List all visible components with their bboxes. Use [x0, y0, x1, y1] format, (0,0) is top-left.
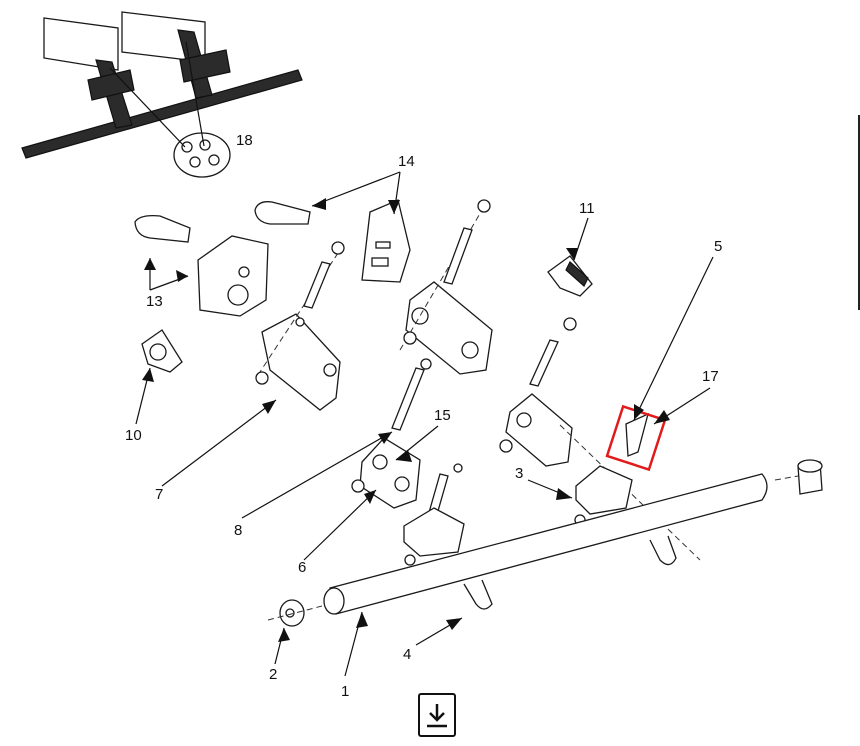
scrollbar-edge[interactable] — [858, 115, 860, 310]
callout-14: 14 — [398, 153, 415, 170]
download-icon — [427, 704, 447, 728]
pivot-block-right — [499, 393, 573, 467]
callout-2: 2 — [269, 666, 277, 683]
callout-6: 6 — [298, 559, 306, 576]
callout-7: 7 — [155, 486, 163, 503]
pin-14 — [403, 199, 491, 345]
pin-17 — [625, 412, 649, 457]
clamp-10 — [141, 329, 183, 373]
end-cap-2 — [279, 599, 305, 627]
bracket-13 — [197, 235, 269, 317]
cover-14 — [254, 201, 311, 225]
u-bolt-right — [649, 535, 677, 566]
pin-right — [529, 317, 577, 387]
mount-7 — [261, 313, 341, 411]
pin-upper-7 — [255, 241, 345, 385]
cover-13 — [134, 214, 191, 243]
callout-17: 17 — [702, 368, 719, 385]
highlight-box-17 — [605, 404, 667, 472]
main-tube-1 — [323, 473, 768, 615]
callout-1: 1 — [341, 683, 349, 700]
callout-18: 18 — [236, 132, 253, 149]
lower-bracket-6 — [403, 507, 465, 566]
callout-15: 15 — [434, 407, 451, 424]
callout-5: 5 — [714, 238, 722, 255]
download-button[interactable] — [418, 693, 456, 737]
latch-11 — [547, 255, 593, 297]
callout-10: 10 — [125, 427, 142, 444]
fastener-cluster-18 — [173, 132, 231, 178]
u-bolt-4 — [463, 579, 493, 610]
callout-3: 3 — [515, 465, 523, 482]
pivot-block-upper — [405, 281, 493, 375]
frame-assembly — [21, 11, 303, 159]
callout-4: 4 — [403, 646, 411, 663]
callout-13: 13 — [146, 293, 163, 310]
arrowheads — [142, 198, 670, 642]
callout-8: 8 — [234, 522, 242, 539]
end-cap-right — [797, 459, 823, 495]
pin-8 — [391, 358, 432, 431]
plate-14 — [361, 199, 411, 283]
callout-11: 11 — [579, 200, 595, 217]
